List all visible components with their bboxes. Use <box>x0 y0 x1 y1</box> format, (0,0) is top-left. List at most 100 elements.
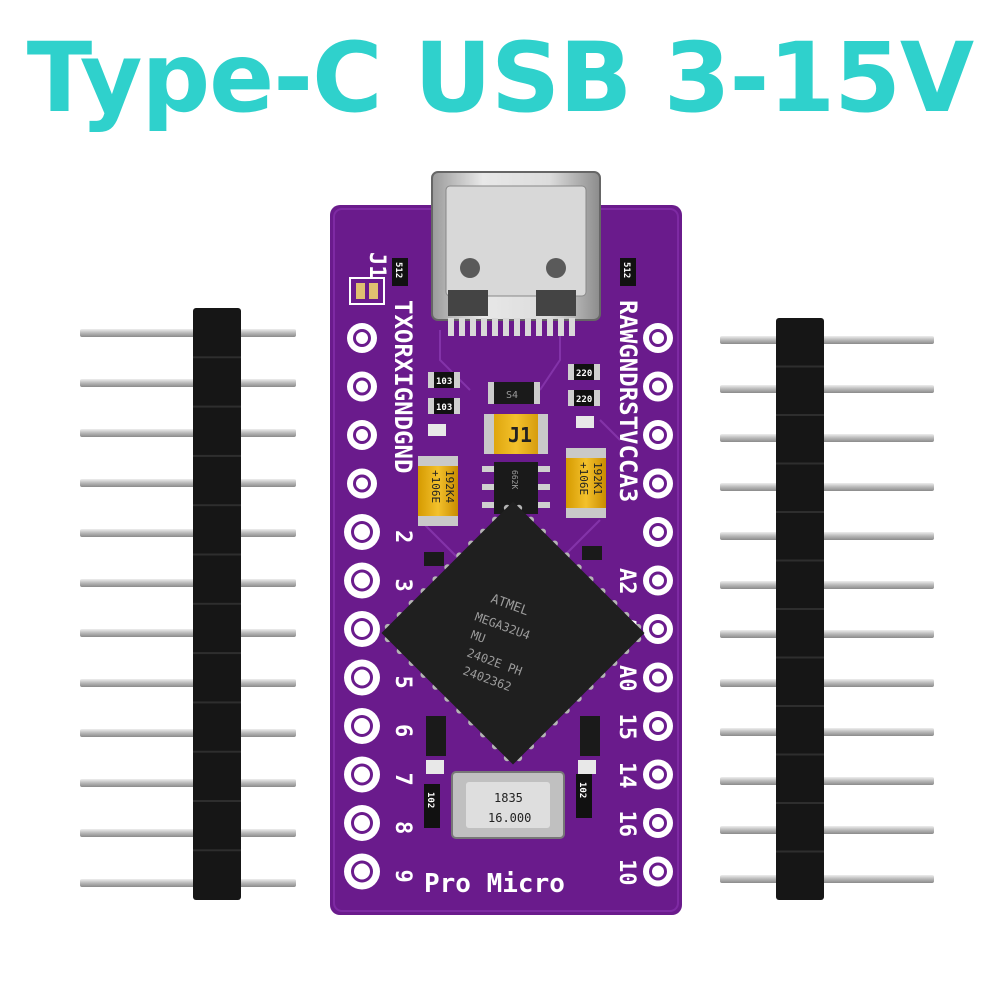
left-pin-number: 2 <box>390 530 415 543</box>
resistor-102-left: 102 <box>424 784 440 828</box>
header-pin <box>80 879 296 887</box>
capacitor-crystal-right <box>580 716 600 756</box>
pin-hole <box>643 565 673 596</box>
pin-hole <box>643 662 673 693</box>
left-pin-number: 6 <box>390 724 415 737</box>
header-pin <box>720 581 934 589</box>
header-pin <box>80 379 296 387</box>
pin-hole <box>643 614 673 644</box>
header-pin <box>720 434 934 442</box>
svg-text:662K: 662K <box>510 470 519 489</box>
pin-hole <box>347 468 377 499</box>
header-pin <box>80 429 296 437</box>
pin-hole <box>643 371 673 402</box>
pin-hole <box>344 659 380 696</box>
capacitor-small-left <box>424 552 444 566</box>
svg-text:220: 220 <box>576 369 592 379</box>
header-pin <box>720 483 934 491</box>
svg-text:192K1: 192K1 <box>591 462 604 495</box>
resistor-220-b: 220 <box>568 390 600 406</box>
header-pin <box>720 385 934 393</box>
svg-text:220: 220 <box>576 395 592 405</box>
left-pin-number: 8 <box>390 821 415 834</box>
header-pin <box>80 629 296 637</box>
right-pin-labels: RAWGNDRSTVCCA3 <box>614 300 642 502</box>
voltage-regulator: 662K <box>482 462 550 514</box>
tantalum-capacitor-right: +106E 192K1 <box>566 448 606 518</box>
pin-hole <box>344 514 380 550</box>
pin-hole <box>344 805 380 841</box>
jumper-label: J1 <box>364 252 389 279</box>
svg-text:103: 103 <box>436 403 452 413</box>
header-pin <box>720 679 934 687</box>
pin-hole <box>643 323 673 353</box>
header-pin <box>80 529 296 537</box>
svg-text:102: 102 <box>425 792 435 808</box>
right-pin-label: 16 <box>614 811 639 838</box>
header-pin <box>80 679 296 687</box>
board-label: Pro Micro <box>424 869 565 899</box>
left-pin-number: 3 <box>390 579 415 592</box>
left-pin-header <box>80 308 296 900</box>
pin-hole <box>643 711 673 741</box>
led-bottom-left <box>426 760 444 774</box>
svg-text:J1: J1 <box>508 423 532 447</box>
right-pin-header <box>720 318 934 900</box>
pin-hole <box>643 808 673 838</box>
resistor-103-b: 103 <box>428 398 460 414</box>
header-pin <box>80 329 296 337</box>
right-pin-label: 10 <box>614 859 639 886</box>
resistor-102-right: 102 <box>576 774 592 818</box>
header-pin <box>720 336 934 344</box>
pcb-board: J1 TXORXIGNDGND RAWGNDRSTVCCA3 23456789 … <box>330 171 682 915</box>
left-pin-number: 9 <box>390 870 415 883</box>
svg-text:16.000: 16.000 <box>488 811 531 825</box>
pin-hole <box>344 708 380 744</box>
right-pin-label: A2 <box>614 568 639 595</box>
svg-text:512: 512 <box>621 262 631 278</box>
diode: S4 <box>488 382 540 404</box>
svg-text:192K4: 192K4 <box>443 470 456 503</box>
resistor-220-a: 220 <box>568 364 600 380</box>
pin-hole <box>643 856 673 887</box>
led-left <box>428 424 446 436</box>
header-pin <box>80 579 296 587</box>
header-pin <box>720 532 934 540</box>
svg-text:+106E: +106E <box>429 470 442 503</box>
pin-hole <box>643 759 673 790</box>
pin-hole <box>347 323 377 353</box>
tantalum-capacitor-middle: J1 <box>484 414 548 454</box>
header-pin <box>80 729 296 737</box>
header-pin <box>720 826 934 834</box>
header-pin <box>80 479 296 487</box>
pin-hole <box>643 468 673 499</box>
led-bottom-right <box>578 760 596 774</box>
right-pin-label: A0 <box>614 665 639 692</box>
right-pin-label: 14 <box>614 762 639 789</box>
pin-hole <box>344 562 380 599</box>
left-pin-number: 7 <box>390 773 415 786</box>
resistor-512-right: 512 <box>620 258 636 286</box>
pin-hole <box>643 420 673 450</box>
svg-text:512: 512 <box>393 262 403 278</box>
right-pin-label: 15 <box>614 714 639 741</box>
svg-text:MU: MU <box>469 628 487 646</box>
svg-text:1835: 1835 <box>494 791 523 805</box>
header-pin <box>80 829 296 837</box>
svg-text:103: 103 <box>436 377 452 387</box>
header-pin <box>720 875 934 883</box>
pin-hole <box>347 371 377 402</box>
microcontroller-chip: ATMEL MEGA32U4 MU 2402E PH 2402362 <box>381 501 645 765</box>
capacitor-crystal-left <box>426 716 446 756</box>
svg-text:+106E: +106E <box>577 462 590 495</box>
tantalum-capacitor-left: +106E 192K4 <box>418 456 458 526</box>
resistor-103-a: 103 <box>428 372 460 388</box>
capacitor-small-right <box>582 546 602 560</box>
svg-text:S4: S4 <box>506 390 518 401</box>
pin-hole <box>344 756 380 793</box>
resistor-512-left: 512 <box>392 258 408 286</box>
jumper-j1 <box>349 277 385 305</box>
usb-c-connector-icon <box>431 171 601 336</box>
headline-title: Type-C USB 3-15V <box>26 22 974 134</box>
